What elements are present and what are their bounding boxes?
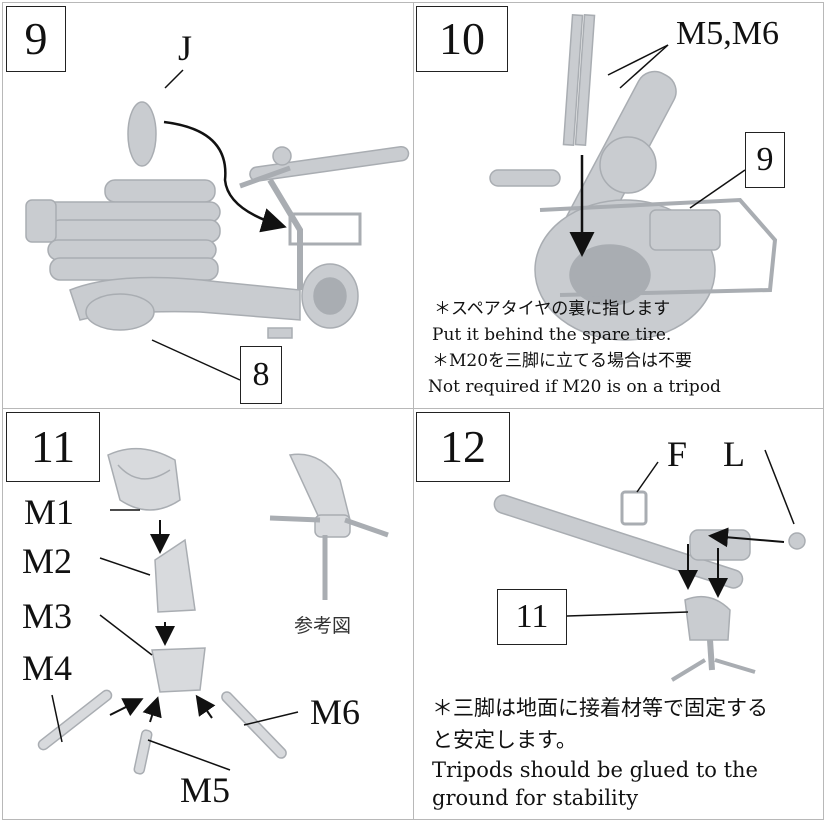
note-jp-spare-tire: ＊スペアタイヤの裏に指します xyxy=(434,299,671,319)
leader-line-m2 xyxy=(99,557,151,576)
part-label-m5: M5 xyxy=(180,770,231,810)
step-number-10: 10 xyxy=(416,6,508,72)
leader-line-8 xyxy=(151,339,241,381)
assembly-arrow-3 xyxy=(109,698,144,717)
step-number-12: 12 xyxy=(416,412,510,482)
scooter-illustration xyxy=(25,101,410,339)
part-label-m3: M3 xyxy=(22,596,73,636)
leader-line-11 xyxy=(566,611,689,617)
part-label-m4: M4 xyxy=(22,648,73,688)
note-jp-tripod: ＊M20を三脚に立てる場合は不要 xyxy=(432,351,693,371)
callout-m5-m6: M5,M6 xyxy=(676,15,779,52)
launcher-tripod-illustration xyxy=(493,490,806,682)
leader-line-j xyxy=(164,69,184,89)
leader-line-m6 xyxy=(243,711,299,726)
step-number-11: 11 xyxy=(6,412,100,482)
tripod-parts-illustration xyxy=(37,447,389,775)
note-en-tripod: Not required if M20 is on a tripod xyxy=(428,377,721,397)
callout-f: F xyxy=(667,434,688,474)
callout-box-9: 9 xyxy=(745,132,785,188)
vertical-divider xyxy=(413,2,414,820)
callout-box-11: 11 xyxy=(497,589,567,645)
part-label-m1: M1 xyxy=(24,492,75,532)
reference-figure-label: 参考図 xyxy=(294,615,352,637)
callout-j: J xyxy=(178,28,193,68)
leader-line-m5 xyxy=(607,44,669,76)
leader-line-m4 xyxy=(51,694,63,743)
note-jp-glue-1: ＊三脚は地面に接着材等で固定する xyxy=(432,696,768,720)
leader-line-m6 xyxy=(619,44,669,89)
callout-box-8: 8 xyxy=(240,346,282,404)
part-label-m2: M2 xyxy=(22,541,73,581)
attach-arrow xyxy=(708,527,785,548)
leader-line-l xyxy=(764,449,795,525)
spare-wheel-part xyxy=(127,101,157,167)
step-number-9: 9 xyxy=(6,6,66,72)
assembly-arrow-5 xyxy=(195,694,216,719)
assembly-arrow-4 xyxy=(142,696,162,723)
horizontal-divider xyxy=(2,408,824,409)
leader-line-m5 xyxy=(147,739,231,771)
note-jp-glue-2: と安定します。 xyxy=(432,728,577,752)
leader-line-9 xyxy=(689,169,746,209)
part-label-m6: M6 xyxy=(310,692,361,732)
note-en-glue-2: ground for stability xyxy=(432,786,639,810)
note-en-glue-1: Tripods should be glued to the xyxy=(432,758,758,782)
mount-arrow xyxy=(163,120,287,233)
leader-line-m3 xyxy=(99,614,153,656)
note-en-spare-tire: Put it behind the spare tire. xyxy=(432,325,672,345)
leader-line-f xyxy=(636,461,659,493)
callout-l: L xyxy=(723,434,745,474)
